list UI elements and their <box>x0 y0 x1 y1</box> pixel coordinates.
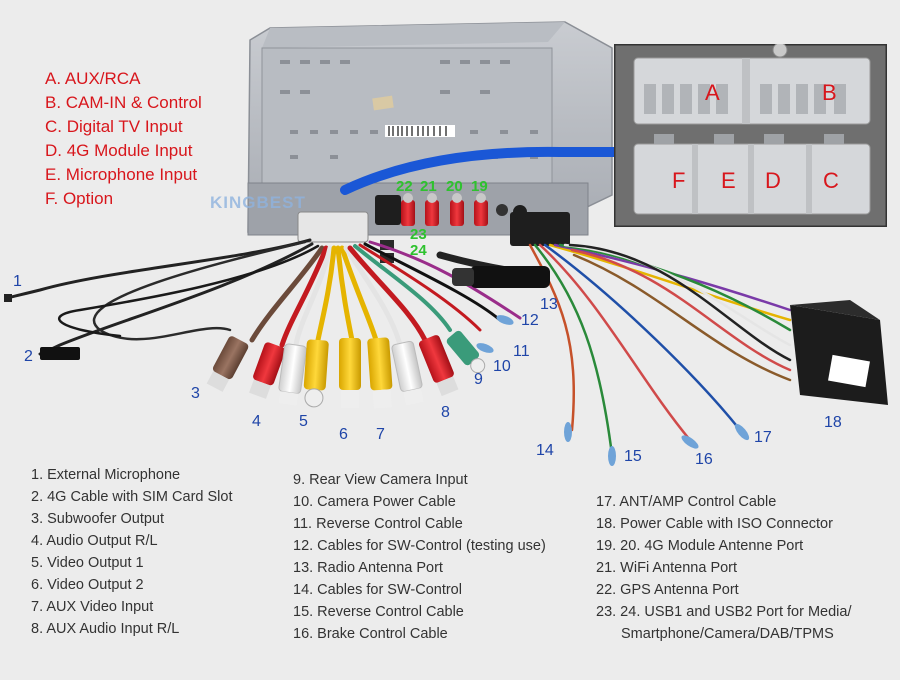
zoom-label-d: D <box>765 168 781 193</box>
pin-label-20: 20 <box>446 178 463 195</box>
connector-item: E. Microphone Input <box>45 165 198 184</box>
legend-item: 5. Video Output 1 <box>31 555 144 571</box>
legend-item: 8. AUX Audio Input R/L <box>31 621 180 637</box>
legend-column-1: 1. External Microphone 2. 4G Cable with … <box>31 464 232 640</box>
connector-item: F. Option <box>45 189 114 208</box>
iso-connector <box>790 300 888 405</box>
cable-bundle <box>6 238 792 457</box>
connector-closeup <box>614 44 887 227</box>
legend-item: 14. Cables for SW-Control <box>293 582 462 598</box>
connector-item: D. 4G Module Input <box>45 141 193 160</box>
callout-1: 1 <box>13 273 22 290</box>
connector-list: A. AUX/RCA B. CAM-IN & Control C. Digita… <box>45 67 202 211</box>
legend-item: 7. AUX Video Input <box>31 599 154 615</box>
callout-9: 9 <box>474 371 483 388</box>
pin-label-23: 23 <box>410 226 427 243</box>
sim-tray <box>40 347 80 360</box>
callout-5: 5 <box>299 413 308 430</box>
legend-item: 10. Camera Power Cable <box>293 494 456 510</box>
rca-plugs <box>206 330 486 409</box>
connector-item: C. Digital TV Input <box>45 117 183 136</box>
pin-label-24: 24 <box>410 242 427 259</box>
callout-11: 11 <box>513 343 530 360</box>
zoom-label-b: B <box>822 80 837 105</box>
chassis <box>247 21 613 263</box>
legend-item: 3. Subwoofer Output <box>31 511 164 527</box>
callout-3: 3 <box>191 385 200 402</box>
legend-item: 21. WiFi Antenna Port <box>596 560 738 576</box>
zoom-label-a: A <box>705 80 720 105</box>
legend-item: 1. External Microphone <box>31 467 181 483</box>
callout-8: 8 <box>441 404 450 421</box>
zoom-label-e: E <box>721 168 736 193</box>
callout-18: 18 <box>824 414 842 431</box>
watermark: KINGBEST <box>210 193 306 212</box>
wire-tips <box>476 315 750 466</box>
callout-7: 7 <box>376 426 385 443</box>
pin-label-19: 19 <box>471 178 488 195</box>
callout-15: 15 <box>624 448 642 465</box>
callout-12: 12 <box>521 312 539 329</box>
zoom-label-f: F <box>672 168 686 193</box>
legend-item: 16. Brake Control Cable <box>293 626 448 642</box>
legend-item: 17. ANT/AMP Control Cable <box>596 494 777 510</box>
callout-16: 16 <box>695 451 713 468</box>
legend-item: 19. 20. 4G Module Antenne Port <box>596 538 804 554</box>
legend-item: Smartphone/Camera/DAB/TPMS <box>621 626 834 642</box>
callout-2: 2 <box>24 348 33 365</box>
zoom-label-c: C <box>823 168 839 193</box>
legend-item: 6. Video Output 2 <box>31 577 144 593</box>
head-unit-illustration <box>4 21 888 466</box>
legend-column-3: 17. ANT/AMP Control Cable 18. Power Cabl… <box>596 491 852 645</box>
legend-item: 11. Reverse Control Cable <box>293 516 463 532</box>
legend-column-2: 9. Rear View Camera Input 10. Camera Pow… <box>293 469 546 645</box>
callout-14: 14 <box>536 442 554 459</box>
callout-6: 6 <box>339 426 348 443</box>
legend-item: 23. 24. USB1 and USB2 Port for Media/ <box>596 604 852 620</box>
callout-4: 4 <box>252 413 261 430</box>
callout-10: 10 <box>493 358 511 375</box>
connector-item: A. AUX/RCA <box>45 69 141 88</box>
legend-item: 13. Radio Antenna Port <box>293 560 443 576</box>
legend-item: 4. Audio Output R/L <box>31 533 158 549</box>
legend-item: 15. Reverse Control Cable <box>293 604 464 620</box>
pin-label-21: 21 <box>420 178 437 195</box>
callout-13: 13 <box>540 296 558 313</box>
legend-item: 18. Power Cable with ISO Connector <box>596 516 833 532</box>
mic-tip <box>4 294 12 302</box>
legend-item: 12. Cables for SW-Control (testing use) <box>293 538 546 554</box>
callout-17: 17 <box>754 429 772 446</box>
legend-item: 9. Rear View Camera Input <box>293 472 468 488</box>
antenna-ports <box>401 193 508 226</box>
legend-item: 22. GPS Antenna Port <box>596 582 739 598</box>
radio-antenna-plug <box>452 266 550 288</box>
legend-item: 2. 4G Cable with SIM Card Slot <box>31 489 233 505</box>
connector-item: B. CAM-IN & Control <box>45 93 202 112</box>
pin-label-22: 22 <box>396 178 413 195</box>
